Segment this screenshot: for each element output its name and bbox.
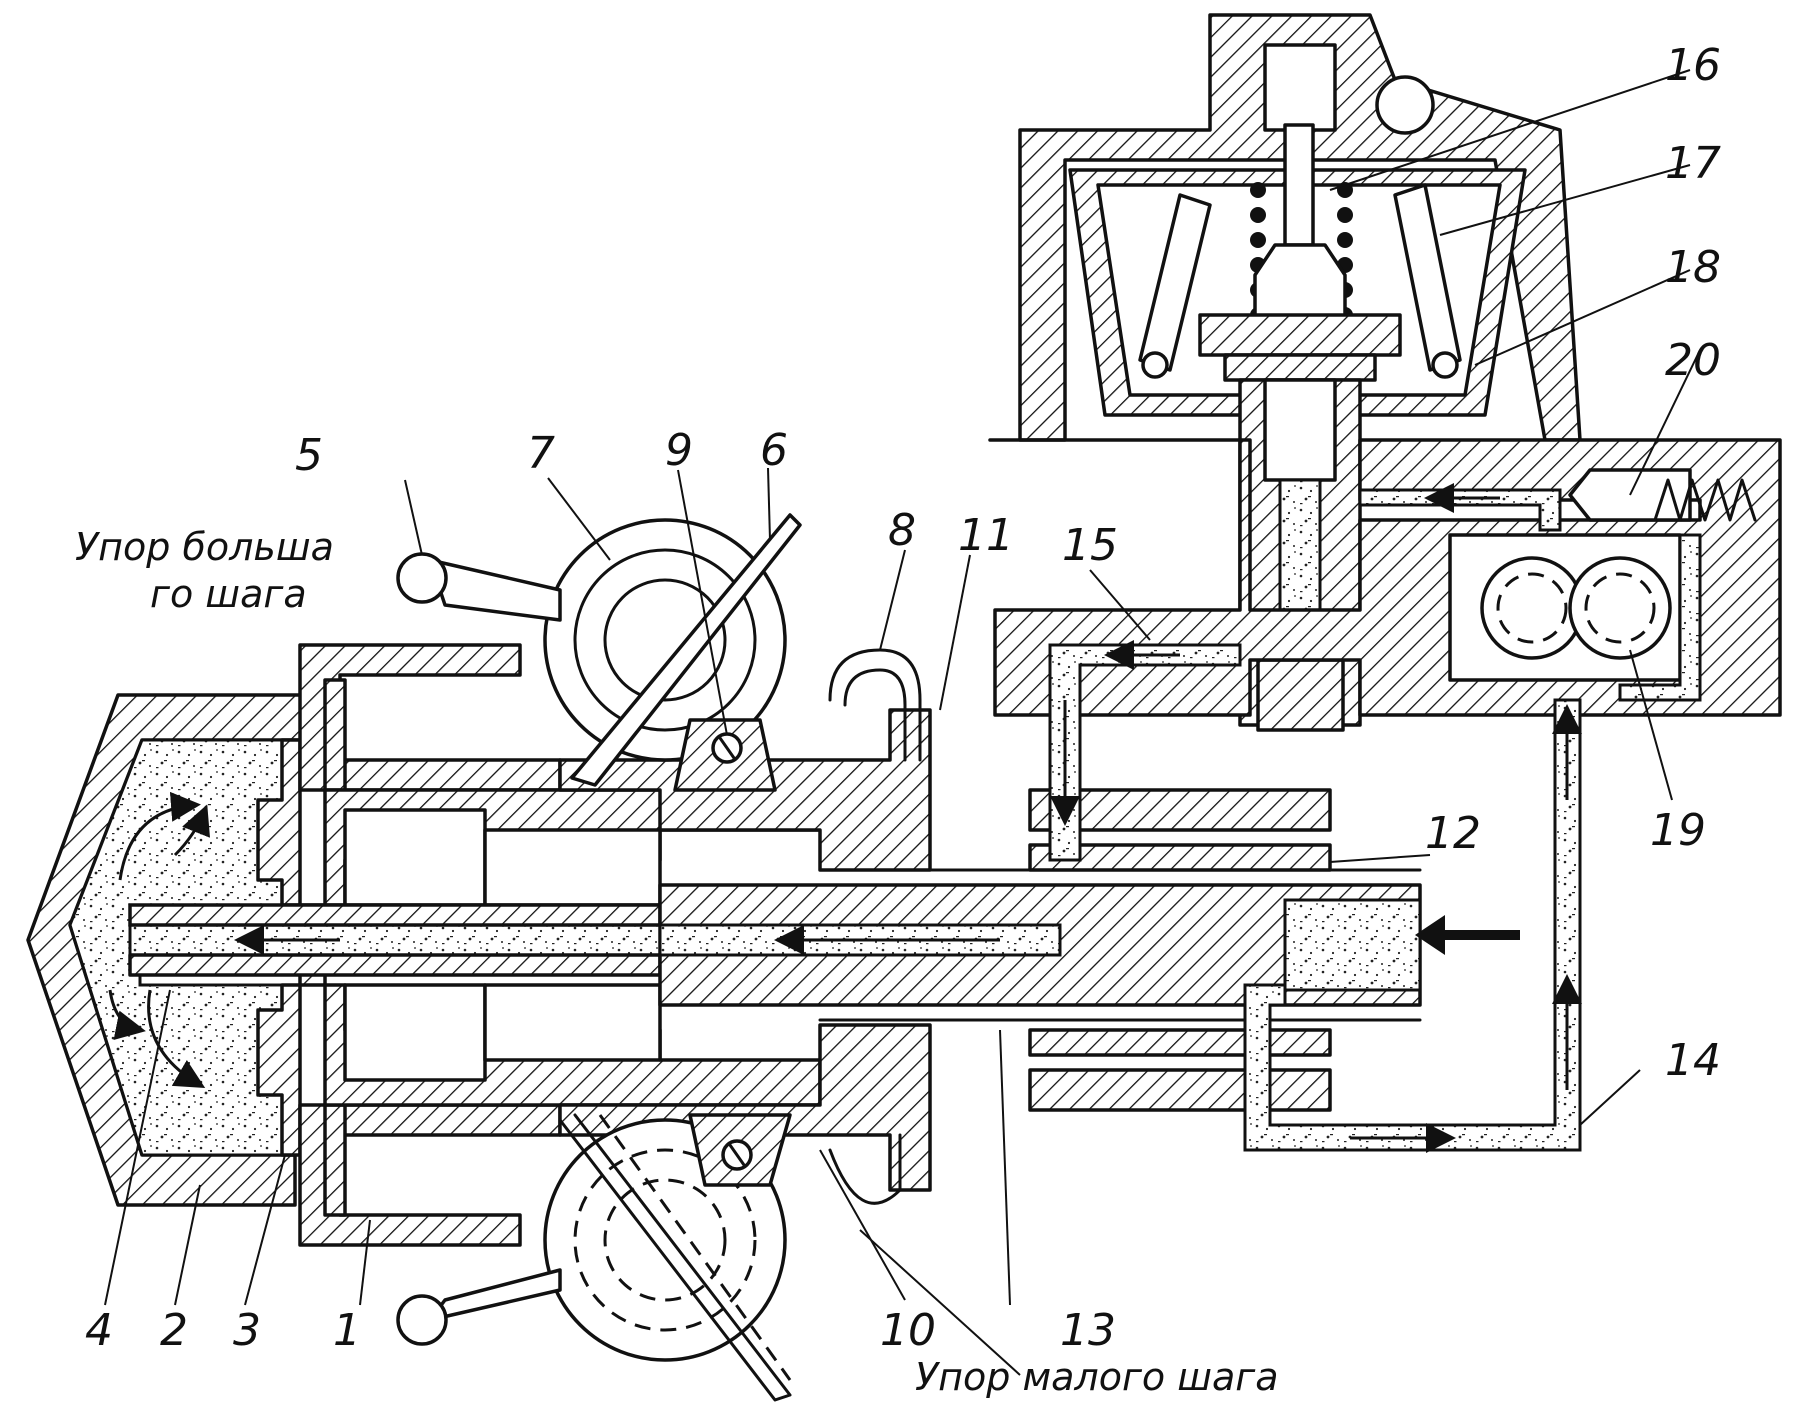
label-1: 1 (333, 1305, 361, 1356)
label-8: 8 (888, 505, 916, 556)
piston (256, 738, 327, 1157)
flyweight-right (1393, 183, 1462, 372)
inner-block-bottom (483, 983, 662, 1062)
caption-high-pitch-stop-line1: Упор больша (75, 525, 334, 569)
label-3: 3 (233, 1305, 261, 1356)
transfer-sleeve-bottom (1028, 1028, 1332, 1057)
label-20: 20 (1665, 335, 1721, 386)
transfer-sleeve-bottom2 (1028, 1068, 1332, 1112)
label-14: 14 (1665, 1035, 1721, 1086)
cavity-top (343, 808, 487, 907)
lever-knob-top (396, 552, 448, 604)
label-19: 19 (1650, 805, 1706, 856)
governor-top-boss (1263, 43, 1337, 132)
leader-lines (104, 69, 1701, 1376)
hub-flange-top (323, 678, 347, 792)
lever-arm-top (428, 558, 562, 622)
governor-oil-passage-right (1618, 533, 1702, 702)
flyweight-left (1138, 193, 1212, 372)
label-15: 15 (1062, 520, 1118, 571)
governor-side-plug (1375, 75, 1435, 135)
label-17: 17 (1665, 138, 1721, 189)
label-5: 5 (295, 430, 323, 481)
inner-block-top (483, 828, 662, 907)
hub-assembly (26, 643, 1520, 1247)
label-6: 6 (760, 425, 788, 476)
label-7: 7 (527, 428, 555, 479)
relief-valve-spring (1653, 478, 1757, 522)
label-16: 16 (1665, 40, 1721, 91)
counterweight-disc-top (543, 518, 787, 762)
part-number-labels: 1 2 3 4 5 6 7 8 9 10 11 12 13 14 15 16 1… (85, 40, 1721, 1356)
label-2: 2 (160, 1305, 188, 1356)
caption-high-pitch-stop-line2: го шага (150, 572, 307, 616)
stop-hook-bottom (828, 1133, 902, 1205)
label-11: 11 (958, 510, 1014, 561)
blade-mechanism (396, 513, 922, 1402)
caption-low-pitch-stop: Упор малого шага (915, 1355, 1279, 1399)
cavity-bottom (343, 983, 487, 1082)
label-10: 10 (880, 1305, 936, 1356)
shaft-oil-end (1283, 898, 1422, 992)
hub-flange-bottom (323, 1103, 347, 1217)
label-9: 9 (665, 425, 693, 476)
cap-flow-arrows (108, 791, 211, 1089)
label-13: 13 (1060, 1305, 1116, 1356)
oil-inflow-arrow (1415, 915, 1520, 955)
label-4: 4 (85, 1305, 113, 1356)
lever-arm-bottom (428, 1268, 562, 1322)
lever-knob-bottom (396, 1294, 448, 1346)
blade-arm-top (570, 513, 802, 787)
label-18: 18 (1665, 242, 1721, 293)
label-12: 12 (1425, 808, 1481, 859)
governor-oil-passage-15 (1048, 643, 1242, 862)
spring-seat-plate (1198, 313, 1402, 357)
blade-arm-bottom (558, 1113, 792, 1402)
governor-oil-passage-upper (1358, 488, 1562, 532)
governor-assembly (234, 13, 1782, 1153)
